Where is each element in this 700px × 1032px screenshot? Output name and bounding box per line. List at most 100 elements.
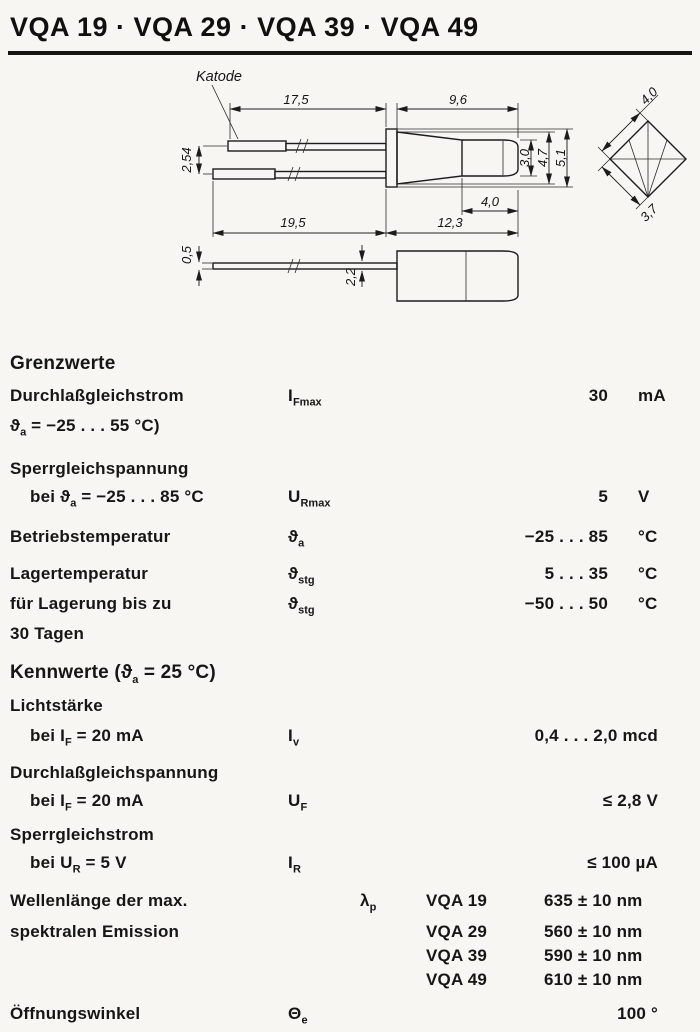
spec-row: VQA 49 610 ± 10 nm (10, 968, 692, 992)
body-lens (462, 139, 519, 177)
param-unit: °C (638, 527, 658, 547)
param-name: Lichtstärke (10, 696, 103, 716)
device-type: VQA 29 (426, 921, 488, 941)
lead-tick (287, 166, 294, 182)
katode-label: Katode (196, 69, 242, 85)
dim-12-3: 12,3 (437, 215, 463, 230)
param-unit: mA (638, 386, 666, 405)
dim-0-5: 0,5 (179, 245, 194, 264)
bottom-view-lead (212, 262, 398, 270)
param-symbol: ϑstg (288, 563, 315, 586)
ext-line (597, 146, 611, 160)
cathode-flag (227, 140, 287, 152)
param-symbol: IR (288, 852, 301, 876)
dim-line (601, 166, 641, 206)
lead-tick (287, 258, 294, 274)
bottom-view-body (396, 250, 519, 302)
param-value: 100 ° (617, 1003, 658, 1023)
param-name: bei IF = 20 mA (30, 726, 144, 749)
ext-line (635, 196, 649, 210)
param-symbol: UF (288, 790, 308, 813)
device-type: VQA 19 (426, 891, 488, 911)
spec-row: 30 Tagen (10, 622, 692, 646)
param-name: Betriebstemperatur (10, 527, 171, 547)
dim-4-0-lens: 4,0 (481, 194, 500, 209)
lead-tick (294, 166, 301, 182)
param-value: 5 . . . 35 (544, 563, 608, 583)
dim-9-6: 9,6 (449, 92, 468, 107)
spec-section: Grenzwerte Durchlaßgleichstrom IFmax 30 … (0, 347, 700, 1032)
dim-line (601, 112, 641, 152)
param-name: Sperrgleichstrom (10, 824, 154, 844)
param-value: 5 (598, 486, 608, 506)
spec-row: für Lagerung bis zu ϑstg −50 . . . 50 °C (10, 592, 692, 622)
top-lead (285, 142, 387, 151)
param-value: 635 ± 10 nm (544, 891, 643, 911)
param-value: ≤ 100 µA (587, 852, 658, 872)
param-value: 30 (588, 386, 608, 405)
param-value: 590 ± 10 nm (544, 945, 643, 965)
katode-leader-line (211, 84, 239, 140)
param-symbol: IFmax (288, 386, 322, 409)
ext-line (635, 108, 649, 122)
technical-drawing: Katode 17,5 9,6 2,54 3, (179, 69, 687, 302)
spec-row: Durchlaßgleichstrom IFmax 30 mA (10, 384, 692, 414)
lead-tick (302, 138, 309, 154)
param-symbol: ϑstg (288, 593, 315, 617)
device-type: VQA 39 (426, 945, 488, 965)
dim-4-0-end: 4,0 (637, 84, 661, 108)
param-name: Durchlaßgleichstrom (10, 386, 184, 405)
grenzwerte-heading: Grenzwerte (10, 353, 116, 374)
anode-flag (212, 168, 276, 180)
param-name: ϑa = −25 . . . 55 °C) (10, 416, 160, 439)
param-name: bei IF = 20 mA (30, 790, 144, 813)
spec-row: bei IF = 20 mA Iv 0,4 . . . 2,0 mcd (10, 724, 692, 754)
param-name: bei UR = 5 V (30, 852, 127, 876)
param-name: bei ϑa = −25 . . . 85 °C (30, 486, 204, 510)
param-name: Lagertemperatur (10, 563, 149, 583)
end-view-facet (647, 139, 668, 198)
param-symbol: Iv (288, 726, 300, 749)
param-value: −25 . . . 85 (524, 527, 608, 547)
spec-row: Betriebstemperatur ϑa −25 . . . 85 °C (10, 525, 692, 555)
param-symbol: URmax (288, 486, 331, 510)
spec-row: bei ϑa = −25 . . . 85 °C URmax 5 V (10, 485, 692, 515)
ext-line (597, 158, 611, 172)
spec-row: Wellenlänge der max. λp VQA 19 635 ± 10 … (10, 889, 692, 919)
kennwerte-condition: (ϑ (114, 662, 133, 684)
param-symbol: Θe (288, 1003, 308, 1027)
spec-row: Lagertemperatur ϑstg 5 . . . 35 °C (10, 562, 692, 592)
param-name: 30 Tagen (10, 624, 85, 644)
param-symbol: λp (360, 891, 377, 914)
dim-2-2: 2,2 (343, 267, 358, 287)
spec-row: Sperrgleichspannung (10, 457, 692, 481)
param-unit: °C (638, 593, 658, 613)
body-flange (385, 128, 398, 188)
param-unit: V (638, 486, 650, 506)
param-value: 0,4 . . . 2,0 mcd (534, 726, 658, 746)
spec-row: bei UR = 5 V IR ≤ 100 µA (10, 851, 692, 881)
bottom-lead (274, 170, 387, 179)
dim-19-5: 19,5 (280, 215, 306, 230)
param-name: spektralen Emission (10, 921, 180, 941)
dim-4-7: 4,7 (535, 148, 550, 167)
device-type: VQA 49 (426, 969, 488, 989)
param-name: für Lagerung bis zu (10, 593, 172, 613)
lead-tick (295, 138, 302, 154)
param-name: Sperrgleichspannung (10, 458, 189, 478)
param-symbol: ϑa (288, 527, 305, 550)
spec-row: Öffnungswinkel Θe 100 ° (10, 1002, 692, 1032)
spec-row: bei IF = 20 mA UF ≤ 2,8 V (10, 789, 692, 819)
param-name: Wellenlänge der max. (10, 891, 188, 911)
dim-tail (639, 94, 659, 114)
param-value: 560 ± 10 nm (544, 921, 643, 941)
body-cone (396, 131, 463, 185)
param-value: −50 . . . 50 (524, 593, 608, 613)
spec-row: Durchlaßgleichspannung (10, 761, 692, 785)
spec-row: ϑa = −25 . . . 55 °C) (10, 414, 692, 444)
dim-17-5: 17,5 (283, 92, 309, 107)
dim-2-54: 2,54 (179, 147, 194, 173)
dim-3-0: 3,0 (517, 148, 532, 167)
spec-row: VQA 39 590 ± 10 nm (10, 944, 692, 968)
lead-tick (294, 258, 301, 274)
